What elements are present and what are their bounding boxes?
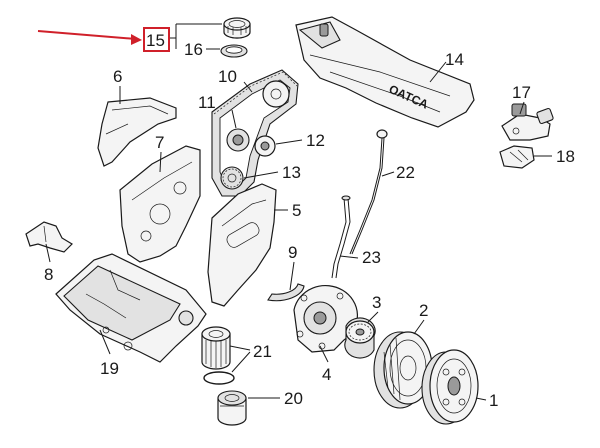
callout-1: 1	[489, 391, 498, 410]
engine-cover[interactable]: ОАТСА	[295, 16, 475, 128]
dipstick-tube[interactable]	[331, 195, 351, 279]
crank-damper[interactable]	[421, 349, 479, 425]
timing-back-plate[interactable]	[119, 145, 201, 263]
callout-18: 18	[556, 147, 575, 166]
callout-12: 12	[306, 131, 325, 150]
highlight-box-15	[143, 27, 170, 52]
oil-filler-cap[interactable]	[223, 17, 251, 39]
crank-gear[interactable]	[344, 317, 376, 359]
callout-22: 22	[396, 163, 415, 182]
leader-lines	[45, 61, 552, 401]
oil-pan[interactable]	[55, 253, 207, 363]
callout-9: 9	[288, 243, 297, 262]
sensor-valve[interactable]	[501, 103, 554, 141]
filter-housing-cap[interactable]	[217, 390, 247, 426]
half-moon-seal[interactable]	[267, 283, 305, 302]
callout-13: 13	[282, 163, 301, 182]
callout-15: 15	[146, 31, 165, 50]
callout-10: 10	[218, 67, 237, 86]
leader-lines-15-16	[170, 23, 222, 50]
callout-23: 23	[362, 248, 381, 267]
highlight-arrow	[37, 30, 142, 45]
idler-pulley[interactable]	[254, 135, 276, 157]
dipstick[interactable]	[349, 129, 388, 255]
crank-sprocket[interactable]	[220, 166, 244, 190]
callout-21: 21	[253, 342, 272, 361]
filter-o-ring[interactable]	[203, 371, 235, 385]
oil-filter[interactable]	[201, 326, 231, 370]
oil-pump[interactable]	[293, 285, 358, 353]
callout-8: 8	[44, 265, 53, 284]
callout-numbers: 1 2 3 4 5 6 7 8 9 10 11 12 13 14 15 16 1…	[44, 31, 575, 410]
callout-6: 6	[113, 67, 122, 86]
callout-17: 17	[512, 83, 531, 102]
callout-11: 11	[198, 93, 216, 112]
upper-timing-cover[interactable]	[97, 97, 177, 167]
callout-5: 5	[292, 201, 301, 220]
callout-19: 19	[100, 359, 119, 378]
tensioner-pulley[interactable]	[226, 128, 250, 152]
callout-20: 20	[284, 389, 303, 408]
timing-belt[interactable]	[211, 69, 299, 197]
crank-pulley[interactable]	[373, 331, 433, 409]
callout-4: 4	[322, 365, 331, 384]
callout-2: 2	[419, 301, 428, 320]
lower-timing-cover[interactable]	[207, 183, 277, 307]
callout-16: 16	[184, 40, 203, 59]
callout-7: 7	[155, 133, 164, 152]
cap-seal-ring[interactable]	[220, 44, 248, 58]
callout-14: 14	[445, 50, 464, 69]
sensor-bracket[interactable]	[499, 145, 535, 169]
small-bracket[interactable]	[25, 221, 73, 253]
callout-3: 3	[372, 293, 381, 312]
